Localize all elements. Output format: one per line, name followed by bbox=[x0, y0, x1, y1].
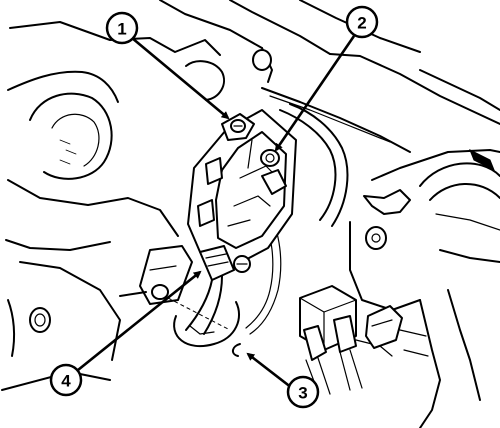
left-housing bbox=[1, 21, 221, 391]
callout-1: 1 bbox=[105, 11, 139, 45]
callout-2: 2 bbox=[345, 5, 379, 39]
actuator-output-shaft bbox=[260, 149, 280, 167]
right-housing bbox=[349, 148, 500, 428]
leader-line-3 bbox=[246, 352, 293, 390]
leader-line-1 bbox=[131, 37, 230, 120]
blend-door-actuator bbox=[173, 109, 297, 347]
connector-cluster bbox=[299, 285, 403, 395]
callout-3: 3 bbox=[286, 375, 320, 409]
upper-frame bbox=[159, 0, 500, 153]
bolt-head-left bbox=[29, 307, 51, 333]
callout-1-label: 1 bbox=[117, 20, 126, 39]
leader-line-2 bbox=[274, 35, 356, 152]
callout-4: 4 bbox=[49, 363, 83, 397]
retaining-clip bbox=[232, 343, 241, 357]
callout-3-label: 3 bbox=[298, 384, 307, 403]
reference-dashed-line bbox=[167, 297, 231, 331]
leader-line-4 bbox=[77, 270, 202, 372]
mounting-bracket bbox=[119, 245, 193, 305]
upper-mount-boss bbox=[252, 49, 272, 71]
callout-4-label: 4 bbox=[61, 372, 71, 391]
housing-screw-right bbox=[365, 226, 387, 250]
callout-2-label: 2 bbox=[357, 14, 366, 33]
